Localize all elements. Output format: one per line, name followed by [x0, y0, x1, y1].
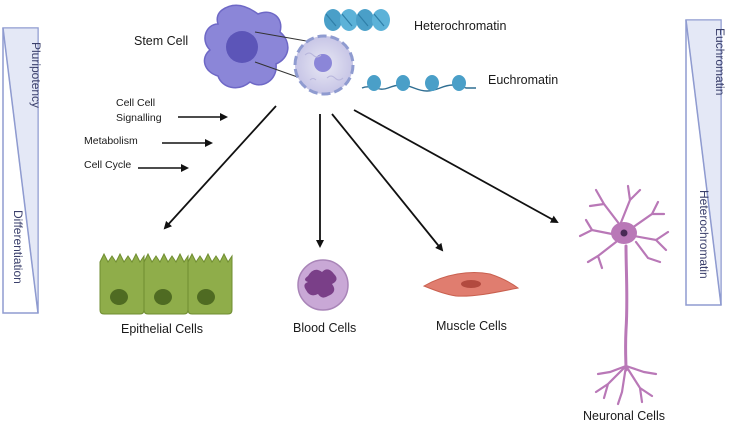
neuronal-cells-label: Neuronal Cells	[583, 409, 665, 423]
blood-cell	[297, 259, 349, 311]
stem-cell-label: Stem Cell	[134, 34, 188, 48]
metabolism-label: Metabolism	[84, 135, 138, 147]
euchromatin-bar-label: Euchromatin	[713, 28, 727, 95]
stem-cell	[203, 4, 289, 89]
muscle-cells-label: Muscle Cells	[436, 319, 507, 333]
left-gradient-bar: Pluripotency Differentiation	[2, 27, 43, 314]
blood-cells-label: Blood Cells	[293, 321, 356, 335]
epithelial-cells-label: Epithelial Cells	[121, 322, 203, 336]
arrow-to-neuron	[353, 109, 559, 223]
neuron	[578, 184, 670, 406]
heterochromatin-bar-label: Heterochromatin	[697, 190, 711, 279]
right-gradient-bar: Euchromatin Heterochromatin	[685, 19, 727, 306]
arrow-to-muscle	[331, 113, 444, 252]
magnified-nucleus	[293, 34, 355, 96]
stem-cell-nucleus	[226, 31, 258, 63]
differentiation-label: Differentiation	[11, 210, 25, 284]
arrow-to-epithelial	[163, 105, 277, 230]
epithelial-cells	[99, 252, 233, 315]
muscle-cell	[422, 272, 520, 297]
cell-cell-signalling-label-line1: Cell Cell	[116, 97, 155, 109]
euchromatin-icon	[361, 75, 476, 92]
heterochromatin-icon	[324, 9, 390, 31]
cell-cycle-label: Cell Cycle	[84, 159, 131, 171]
heterochromatin-label: Heterochromatin	[414, 19, 506, 33]
neuron-nucleus	[620, 229, 628, 237]
cell-cell-signalling-label-line2: Signalling	[116, 112, 162, 124]
pluripotency-label: Pluripotency	[29, 42, 43, 108]
euchromatin-label: Euchromatin	[488, 73, 558, 87]
